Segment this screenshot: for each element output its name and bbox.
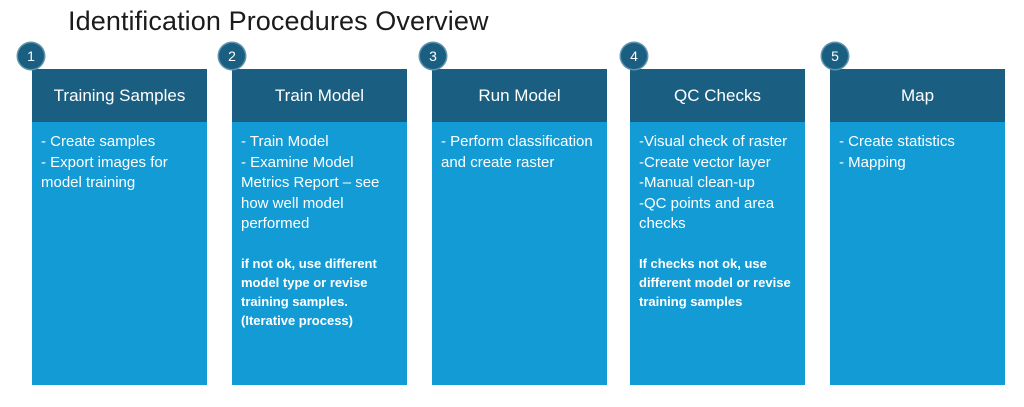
column-header-2: Train Model <box>232 69 407 122</box>
column-note-2: if not ok, use different model type or r… <box>241 255 377 328</box>
column-header-3: Run Model <box>432 69 607 122</box>
column-body-3: - Perform classification and create rast… <box>432 122 607 385</box>
column-body-2: - Train Model - Examine Model Metrics Re… <box>232 122 407 385</box>
body-line: -Visual check of raster <box>639 133 788 150</box>
body-line: - Perform classification and create rast… <box>441 133 593 171</box>
spacer <box>639 235 796 254</box>
column-note-4: If checks not ok, use different model or… <box>639 255 791 309</box>
process-column-1[interactable]: Training Samples - Create samples - Expo… <box>32 69 207 385</box>
column-body-4: -Visual check of raster -Create vector l… <box>630 122 805 385</box>
column-body-5: - Create statistics - Mapping <box>830 122 1005 385</box>
body-line: -QC points and area checks <box>639 194 775 233</box>
column-header-5: Map <box>830 69 1005 122</box>
process-column-4[interactable]: QC Checks -Visual check of raster -Creat… <box>630 69 805 385</box>
body-line: - Export images for model training <box>41 153 168 192</box>
body-line: - Create samples <box>41 133 156 150</box>
process-column-2[interactable]: Train Model - Train Model - Examine Mode… <box>232 69 407 385</box>
step-badge-2: 2 <box>219 43 245 69</box>
column-body-1: - Create samples - Export images for mod… <box>32 122 207 385</box>
body-line: - Mapping <box>839 153 906 171</box>
process-column-5[interactable]: Map - Create statistics - Mapping <box>830 69 1005 385</box>
spacer <box>241 235 398 254</box>
process-column-3[interactable]: Run Model - Perform classification and c… <box>432 69 607 385</box>
step-badge-3: 3 <box>420 43 446 69</box>
page-title: Identification Procedures Overview <box>68 6 489 36</box>
column-header-4: QC Checks <box>630 69 805 122</box>
body-line: - Examine Model Metrics Report – see how… <box>241 153 380 233</box>
body-line: -Create vector layer <box>639 153 771 171</box>
column-header-1: Training Samples <box>32 69 207 122</box>
step-badge-4: 4 <box>621 43 647 69</box>
body-line: -Manual clean-up <box>639 174 755 191</box>
step-badge-1: 1 <box>18 43 44 69</box>
step-badge-5: 5 <box>822 43 848 69</box>
body-line: - Create statistics <box>839 133 955 150</box>
body-line: - Train Model <box>241 133 329 150</box>
